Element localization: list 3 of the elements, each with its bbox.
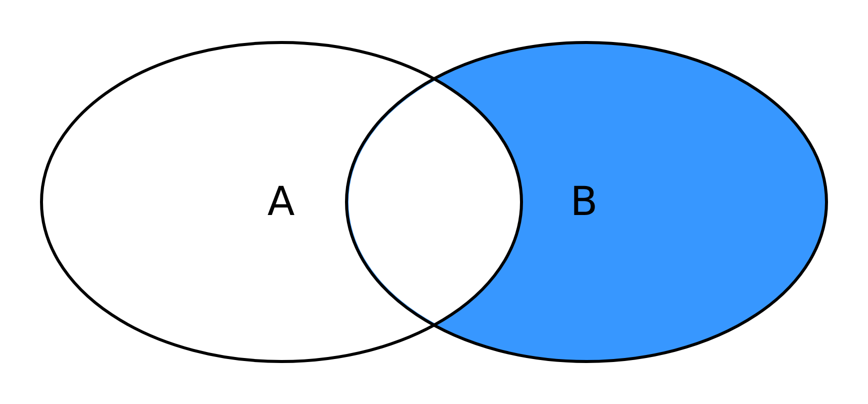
set-label: A (267, 182, 295, 222)
set-ellipse (345, 41, 828, 363)
set-label: B (570, 182, 598, 222)
